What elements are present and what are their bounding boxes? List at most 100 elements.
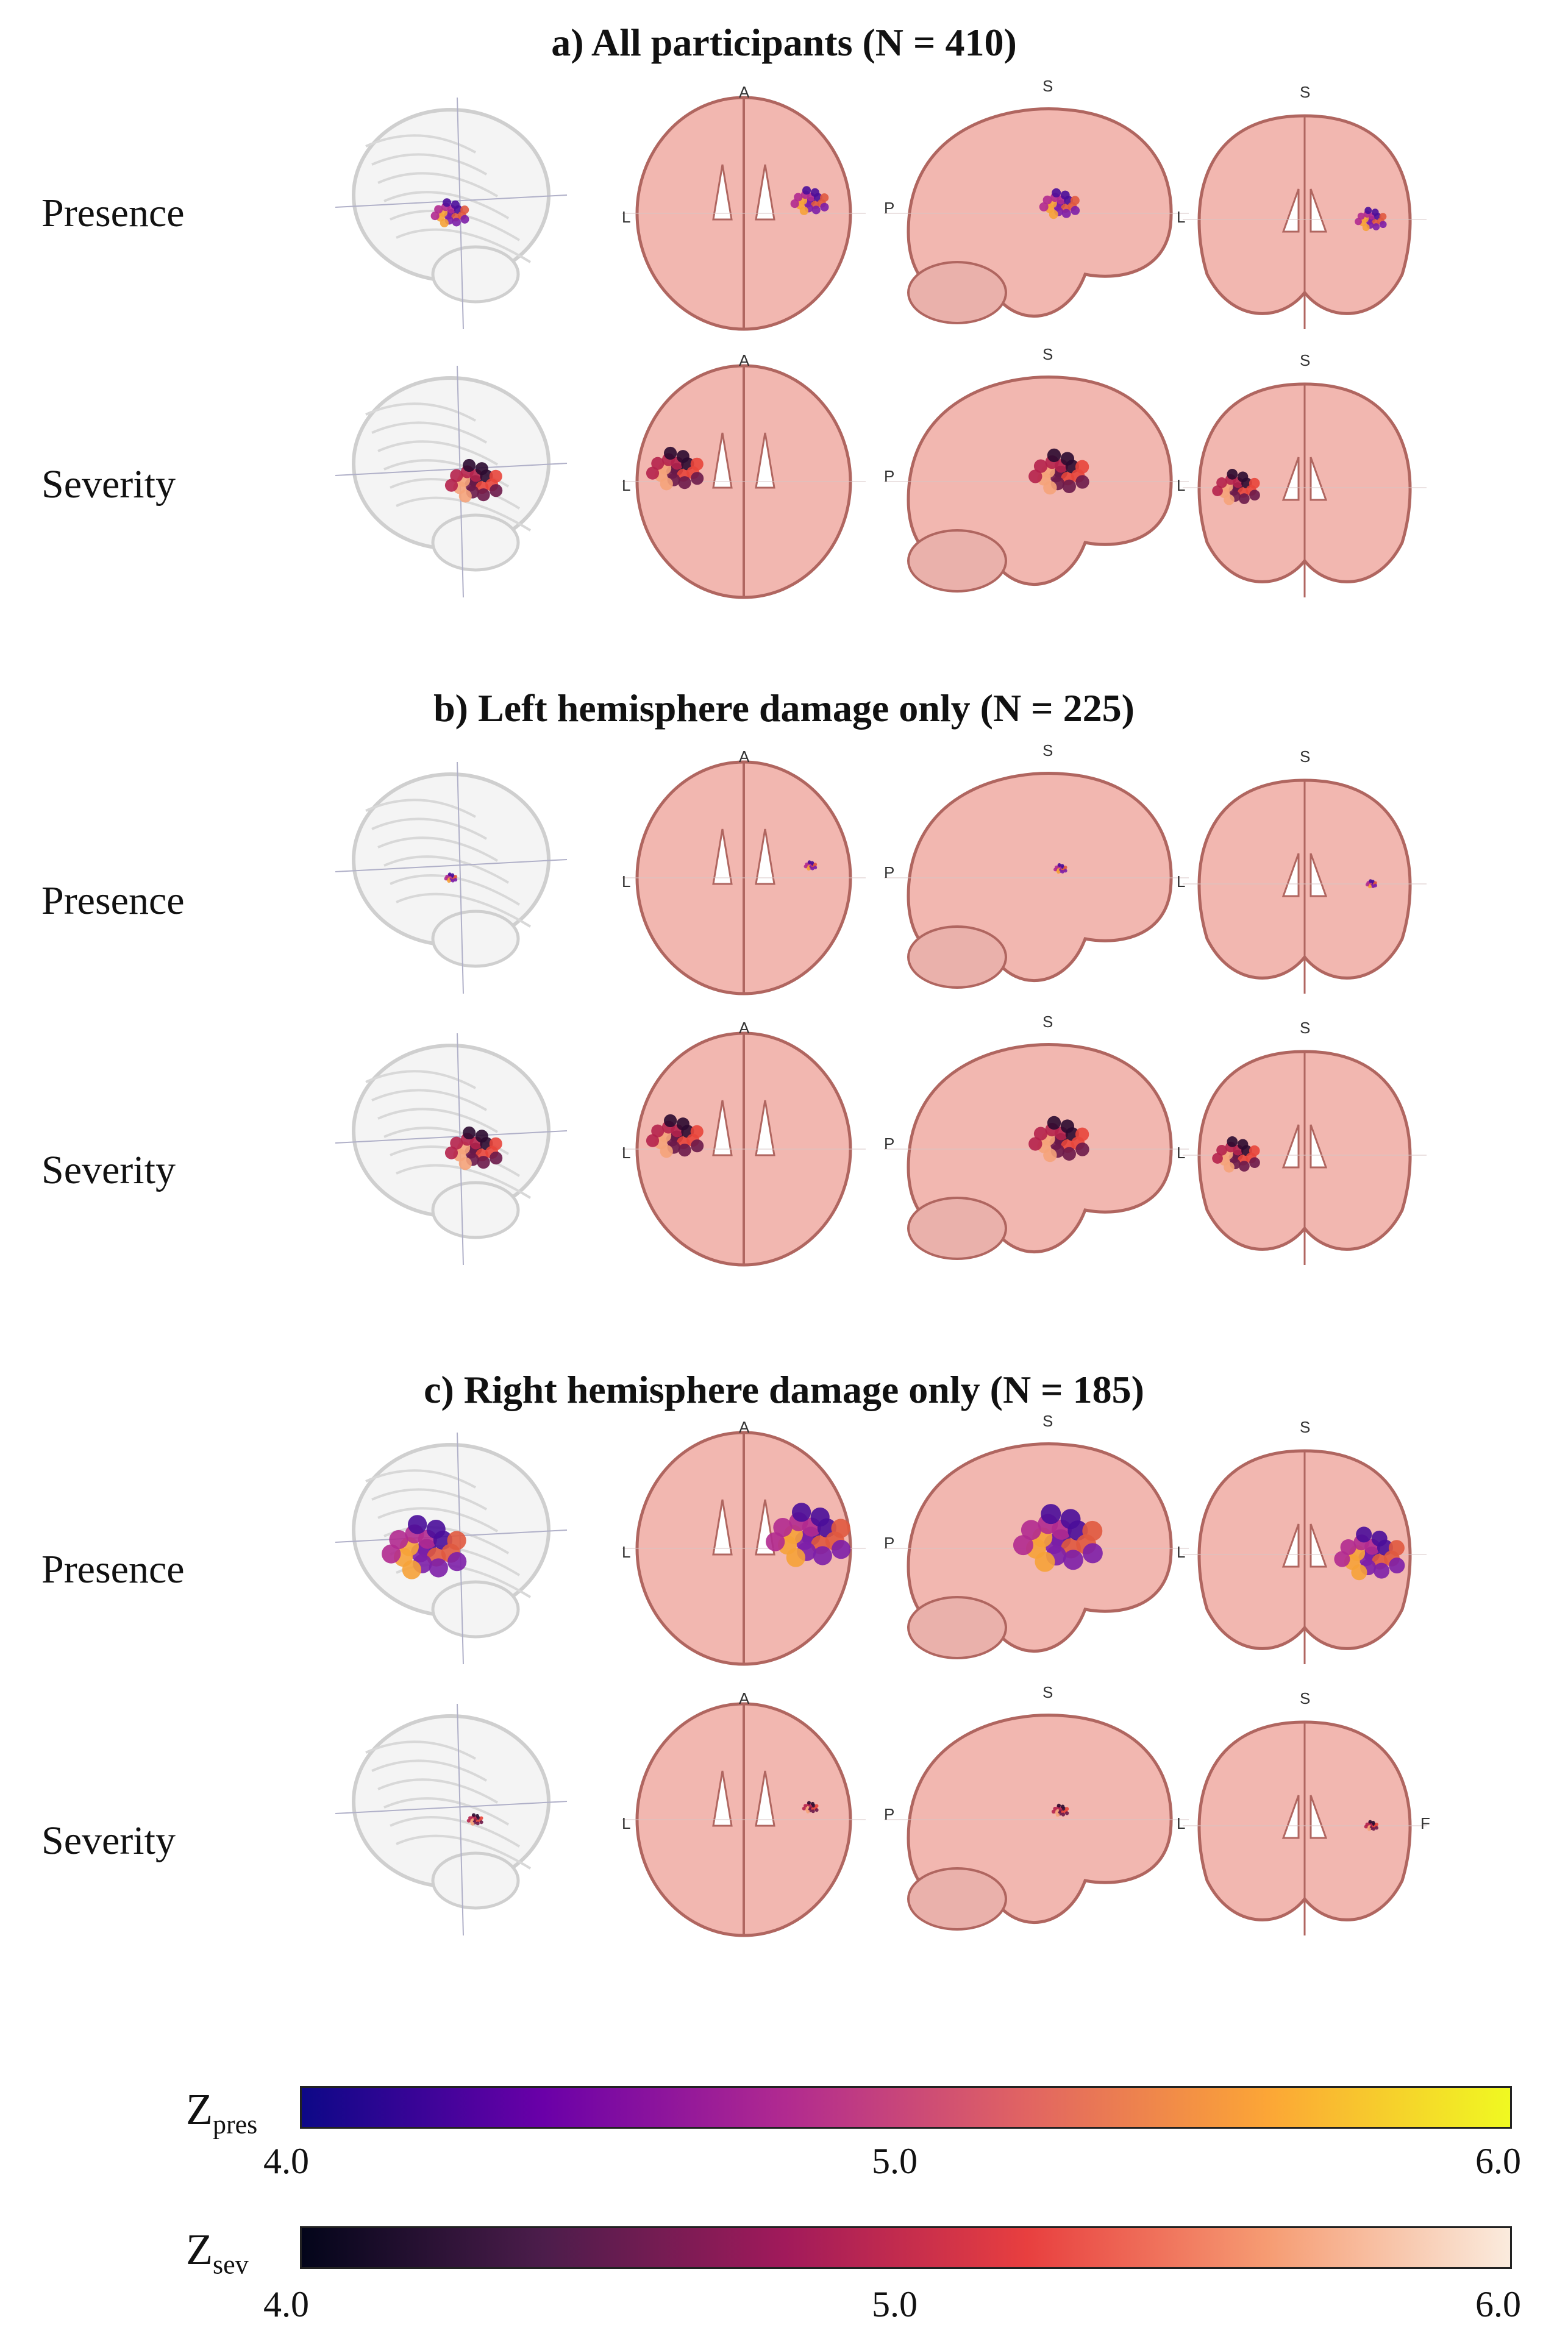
orientation-label-l: L: [622, 872, 630, 891]
ventricles: [1281, 188, 1328, 233]
sagittal-view-svg: SP: [884, 77, 1189, 324]
severity-cluster: [1212, 469, 1260, 505]
crosshair-line: [335, 1130, 568, 1144]
severity-cluster: [1051, 1803, 1069, 1817]
crosshair-line: [335, 859, 568, 872]
cerebellum-outline: [431, 1580, 520, 1639]
coronal-view-svg: SL: [1177, 83, 1427, 329]
gyrus-line: [371, 421, 487, 444]
gyrus-line: [377, 172, 499, 198]
section-title-a: a) All participants (N = 410): [551, 21, 1017, 64]
cerebellum: [907, 529, 1007, 593]
orientation-label-l: L: [622, 208, 630, 226]
axial-view-svg: AL: [622, 1689, 866, 1937]
ventricles: [1281, 853, 1328, 897]
orientation-label-p: P: [884, 467, 894, 485]
cerebellum: [907, 261, 1007, 324]
orientation-label-s: S: [1042, 1683, 1053, 1701]
colorbar-sev: [300, 2226, 1512, 2269]
severity-cluster: [646, 446, 704, 491]
ventricles: [712, 1100, 775, 1156]
glass-view-panel: [323, 1027, 579, 1271]
orientation-label-l: L: [1177, 208, 1185, 226]
presence-cluster: [790, 186, 829, 215]
colorbar-pres-tick-mid: 5.0: [872, 2141, 918, 2181]
orientation-label-a: A: [739, 747, 750, 766]
gyrus-line: [371, 153, 487, 176]
cerebellum-outline: [431, 513, 520, 572]
orientation-label-p: P: [884, 1805, 894, 1823]
orientation-label-l: L: [1177, 1814, 1185, 1832]
orientation-label-s: S: [1042, 1412, 1053, 1430]
glass-view-svg: [335, 97, 568, 330]
section-title-b: b) Left hemisphere damage only (N = 225): [433, 686, 1135, 730]
axial-view-svg: AL: [622, 351, 866, 599]
severity-cluster: [1364, 1820, 1379, 1831]
coronal-view-svg: SL: [1177, 1418, 1427, 1664]
coronal-view-svg: SL: [1177, 351, 1427, 597]
gyrus-line: [396, 1834, 532, 1870]
colorbar-sev-tick-max: 6.0: [1475, 2284, 1521, 2324]
orientation-label-a: A: [739, 351, 750, 369]
ventricles: [1281, 1523, 1328, 1568]
row-label-b-presence: Presence: [41, 878, 185, 923]
ventricles: [712, 164, 775, 221]
glass-view-svg: [335, 1033, 568, 1266]
severity-cluster: [444, 458, 503, 503]
presence-cluster: [766, 1503, 851, 1567]
sagittal-view-svg: SP: [884, 1013, 1189, 1260]
orientation-label-l: L: [1177, 872, 1185, 891]
colorbar-pres-tick-max: 6.0: [1475, 2141, 1521, 2181]
orientation-label-l: L: [1177, 1543, 1185, 1561]
crosshair-line: [335, 1801, 568, 1814]
severity-cluster: [1212, 1136, 1260, 1173]
glass-view-panel: [323, 1698, 579, 1942]
presence-cluster: [1355, 207, 1387, 232]
coronal-view-svg: SL: [1177, 1019, 1427, 1265]
orientation-label-a: A: [739, 1019, 750, 1037]
ventricles: [712, 1499, 775, 1556]
sagittal-view-svg: SP: [884, 1412, 1189, 1659]
orientation-label-p: P: [884, 863, 894, 881]
orientation-label-s: S: [1300, 351, 1310, 369]
colorbar-pres-tick-min: 4.0: [263, 2141, 309, 2181]
ventricles: [712, 432, 775, 489]
presence-cluster: [1334, 1526, 1405, 1581]
gyrus-line: [371, 817, 487, 840]
crosshair-line: [457, 761, 464, 994]
glass-view-svg: [335, 1703, 568, 1936]
cerebellum: [907, 1596, 1007, 1659]
glass-view-panel: [323, 360, 579, 604]
severity-cluster: [444, 1126, 503, 1170]
row-label-c-severity: Severity: [41, 1818, 176, 1863]
section-title-c: c) Right hemisphere damage only (N = 185…: [424, 1368, 1144, 1411]
cerebellum-outline: [431, 245, 520, 304]
gyrus-line: [371, 1759, 487, 1782]
sagittal-view-svg: SP: [884, 1683, 1189, 1931]
glass-view-svg: [335, 365, 568, 598]
orientation-label-s: S: [1042, 77, 1053, 95]
ventricles: [1281, 1124, 1328, 1169]
glass-view-panel: [323, 1426, 579, 1670]
orientation-label-l: L: [622, 476, 630, 494]
gyrus-line: [383, 1797, 510, 1826]
severity-cluster: [802, 1801, 819, 1814]
gyrus-line: [365, 402, 476, 422]
presence-cluster: [430, 198, 469, 227]
colorbar-sev-tick-mid: 5.0: [872, 2284, 918, 2324]
crosshair-line: [335, 463, 568, 476]
axial-view-svg: AL: [622, 1019, 866, 1267]
gyrus-line: [365, 1469, 476, 1489]
severity-cluster: [646, 1114, 704, 1158]
row-label-c-presence: Presence: [41, 1547, 185, 1592]
